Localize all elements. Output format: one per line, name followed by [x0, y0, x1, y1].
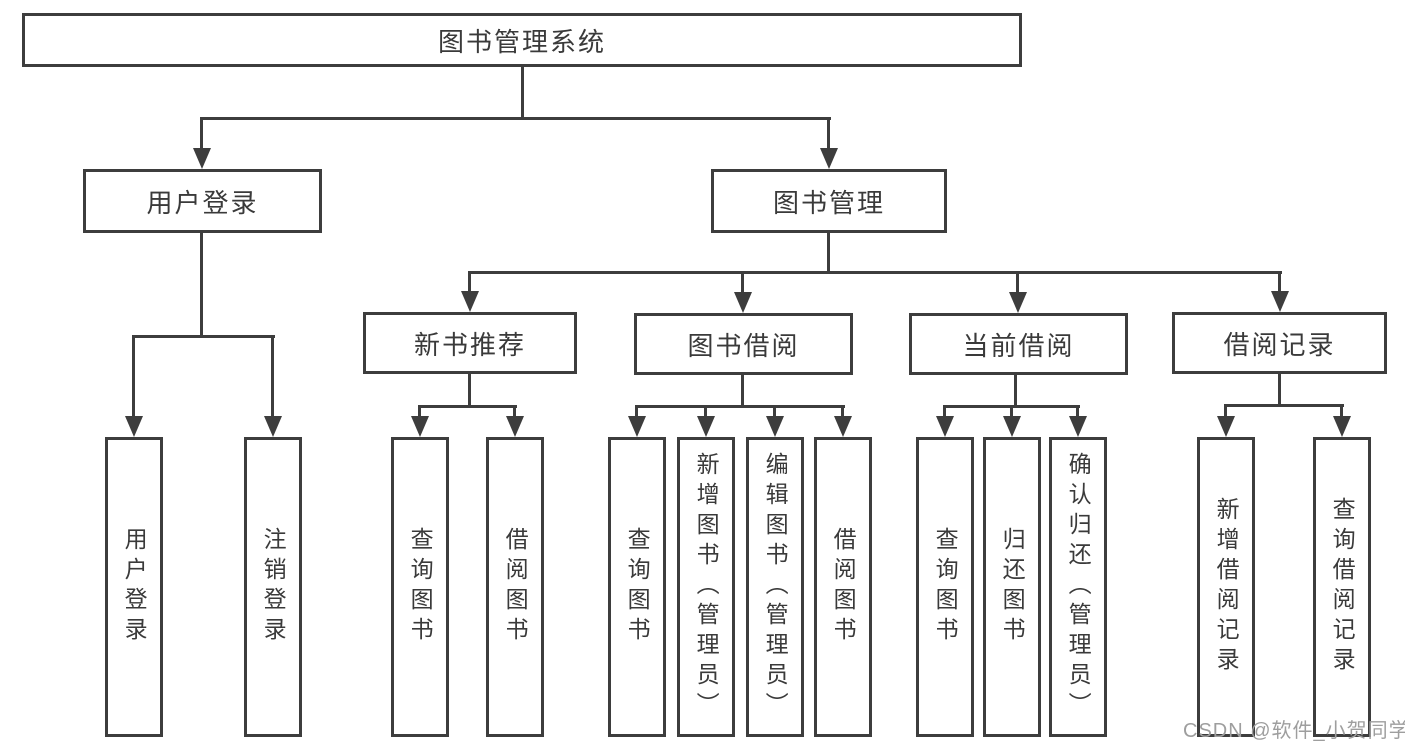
node-leaf-query-books-recommend: 查询图书 [391, 437, 449, 737]
csdn-watermark: CSDN @软件_小贺同学 [1183, 720, 1405, 742]
connector-line [635, 405, 845, 408]
node-leaf-return-books: 归还图书 [983, 437, 1041, 737]
connector-line [1014, 375, 1017, 407]
node-borrow-records: 借阅记录 [1172, 312, 1387, 374]
connector-line [418, 405, 421, 419]
leaf-label: 编辑图书（管理员） [762, 452, 789, 722]
connector-book-mgmt-stem [827, 233, 830, 273]
connector-user-login-stem [200, 233, 203, 338]
connector-line [773, 405, 776, 419]
node-leaf-confirm-return-admin: 确认归还（管理员） [1049, 437, 1107, 737]
connector-line [635, 405, 638, 419]
arrowhead-icon [734, 292, 752, 313]
node-leaf-add-borrow-record: 新增借阅记录 [1197, 437, 1255, 737]
connector-line [468, 374, 471, 407]
node-leaf-query-books-borrow: 查询图书 [608, 437, 666, 737]
leaf-label: 查询图书 [624, 527, 651, 647]
connector-line [1278, 374, 1281, 406]
arrowhead-icon [936, 416, 954, 437]
leaf-label: 归还图书 [999, 527, 1026, 647]
arrowhead-icon [820, 148, 838, 169]
node-book-management: 图书管理 [711, 169, 947, 233]
connector-line [827, 117, 830, 151]
node-library-system: 图书管理系统 [22, 13, 1022, 67]
node-leaf-query-borrow-record: 查询借阅记录 [1313, 437, 1371, 737]
connector-line [1010, 405, 1013, 419]
connector-line [943, 405, 946, 419]
connector-line [271, 335, 274, 417]
connector-line [704, 405, 707, 419]
arrowhead-icon [628, 416, 646, 437]
node-leaf-borrow-books: 借阅图书 [814, 437, 872, 737]
arrowhead-icon [125, 416, 143, 437]
node-leaf-add-books-admin: 新增图书（管理员） [677, 437, 735, 737]
node-leaf-query-books-current: 查询图书 [916, 437, 974, 737]
connector-level2-rail [468, 271, 1282, 274]
leaf-label: 查询图书 [407, 527, 434, 647]
connector-line [468, 271, 471, 293]
node-user-login: 用户登录 [83, 169, 322, 233]
node-leaf-user-login: 用户登录 [105, 437, 163, 737]
leaf-label: 确认归还（管理员） [1065, 452, 1092, 722]
node-new-book-recommend: 新书推荐 [363, 312, 577, 374]
connector-line [741, 375, 744, 407]
connector-line [1340, 404, 1343, 419]
leaf-label: 用户登录 [121, 527, 148, 647]
arrowhead-icon [766, 416, 784, 437]
leaf-label: 查询借阅记录 [1329, 497, 1356, 677]
leaf-label: 新增图书（管理员） [693, 452, 720, 722]
connector-line [200, 117, 203, 151]
leaf-label: 注销登录 [260, 527, 287, 647]
arrowhead-icon [834, 416, 852, 437]
arrowhead-icon [1003, 416, 1021, 437]
connector-line [513, 405, 516, 419]
connector-level1-rail [200, 117, 831, 120]
arrowhead-icon [1333, 416, 1351, 437]
connector-line [1076, 405, 1079, 419]
connector-line [1224, 404, 1344, 407]
arrowhead-icon [264, 416, 282, 437]
connector-line [418, 405, 517, 408]
connector-user-login-rail [132, 335, 275, 338]
connector-line [1278, 271, 1281, 293]
node-current-borrow: 当前借阅 [909, 313, 1128, 375]
connector-line [841, 405, 844, 419]
connector-line [741, 271, 744, 293]
node-leaf-borrow-books-recommend: 借阅图书 [486, 437, 544, 737]
leaf-label: 借阅图书 [830, 527, 857, 647]
leaf-label: 借阅图书 [502, 527, 529, 647]
arrowhead-icon [1217, 416, 1235, 437]
arrowhead-icon [1069, 416, 1087, 437]
node-book-borrow: 图书借阅 [634, 313, 853, 375]
arrowhead-icon [411, 416, 429, 437]
leaf-label: 查询图书 [932, 527, 959, 647]
connector-line [1224, 404, 1227, 419]
arrowhead-icon [506, 416, 524, 437]
arrowhead-icon [1009, 292, 1027, 313]
arrowhead-icon [193, 148, 211, 169]
leaf-label: 新增借阅记录 [1213, 497, 1240, 677]
connector-line [1016, 271, 1019, 293]
arrowhead-icon [461, 291, 479, 312]
arrowhead-icon [1271, 291, 1289, 312]
node-leaf-logout: 注销登录 [244, 437, 302, 737]
node-leaf-edit-books-admin: 编辑图书（管理员） [746, 437, 804, 737]
connector-line [132, 335, 135, 417]
arrowhead-icon [697, 416, 715, 437]
connector-root-stem [521, 67, 524, 119]
